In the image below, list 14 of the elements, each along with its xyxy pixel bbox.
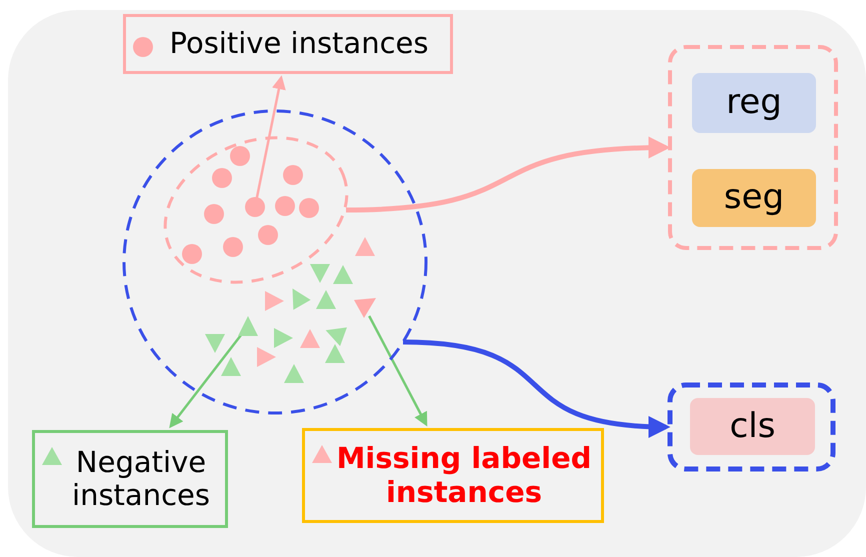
arrow (169, 333, 243, 428)
box-label: Negative instances (71, 446, 211, 512)
box-label: Positive instances (170, 27, 428, 61)
label-box (123, 14, 453, 74)
task-box: seg (692, 169, 816, 227)
arrow (255, 75, 286, 200)
arrow (346, 137, 670, 212)
task-box: cls (690, 398, 815, 455)
arrow (368, 315, 428, 426)
arrow (402, 340, 670, 438)
label-box (302, 428, 604, 523)
highlighted-box-label: Missing labeled instances (335, 442, 593, 509)
task-box: reg (692, 73, 816, 133)
label-box (32, 430, 228, 528)
